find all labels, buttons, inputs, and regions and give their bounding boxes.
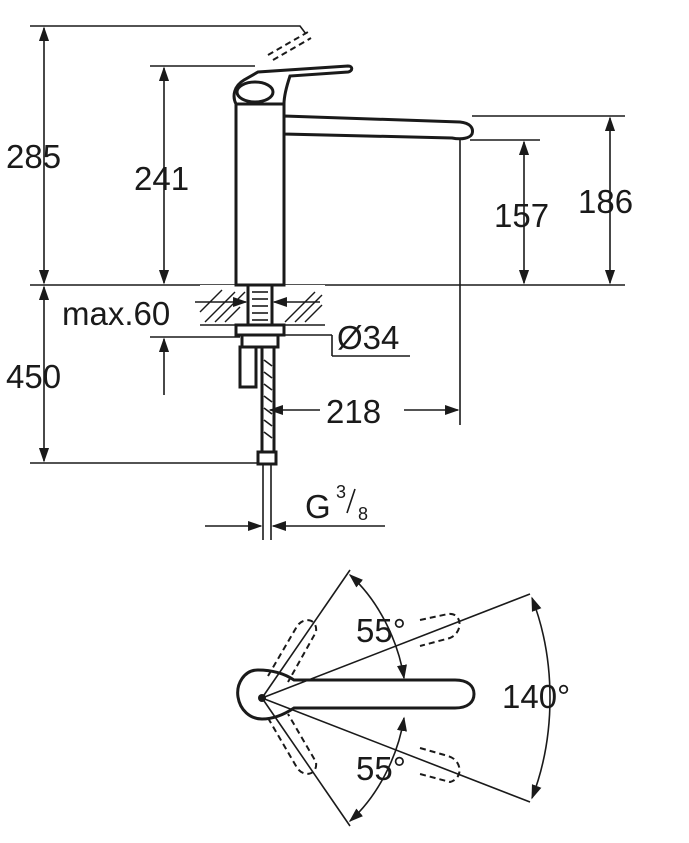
- label-241: 241: [134, 160, 189, 197]
- arc-140: [531, 596, 551, 800]
- handle-lift-indicator: [267, 31, 312, 61]
- label-angle-total: 140°: [502, 678, 570, 715]
- label-diameter-34: Ø34: [337, 319, 399, 356]
- spout: [282, 114, 474, 141]
- label-max60: max.60: [62, 295, 170, 332]
- arc-upper-55: [348, 574, 407, 680]
- label-218: 218: [326, 393, 381, 430]
- extension-lines: [30, 25, 625, 464]
- label-450: 450: [6, 358, 61, 395]
- label-angle-lower: 55°: [356, 750, 406, 787]
- svg-text:G: G: [305, 488, 331, 525]
- svg-text:8: 8: [358, 504, 368, 524]
- side-view: 285 241 157 186 max.60 Ø34 450 218 G 3 8: [6, 25, 633, 540]
- label-285: 285: [6, 138, 61, 175]
- handle-top-view: [236, 668, 476, 721]
- arc-lower-55: [348, 716, 407, 822]
- handle-alt-positions: [267, 612, 461, 784]
- svg-text:3: 3: [336, 482, 346, 502]
- label-157: 157: [494, 197, 549, 234]
- faucet-body: [234, 102, 286, 287]
- lever-handle: [232, 64, 354, 106]
- mounting-shank: [234, 283, 286, 540]
- label-angle-upper: 55°: [356, 612, 406, 649]
- label-connection-thread: G 3 8: [305, 482, 368, 525]
- label-186: 186: [578, 183, 633, 220]
- top-view: 55° 55° 140°: [236, 569, 570, 827]
